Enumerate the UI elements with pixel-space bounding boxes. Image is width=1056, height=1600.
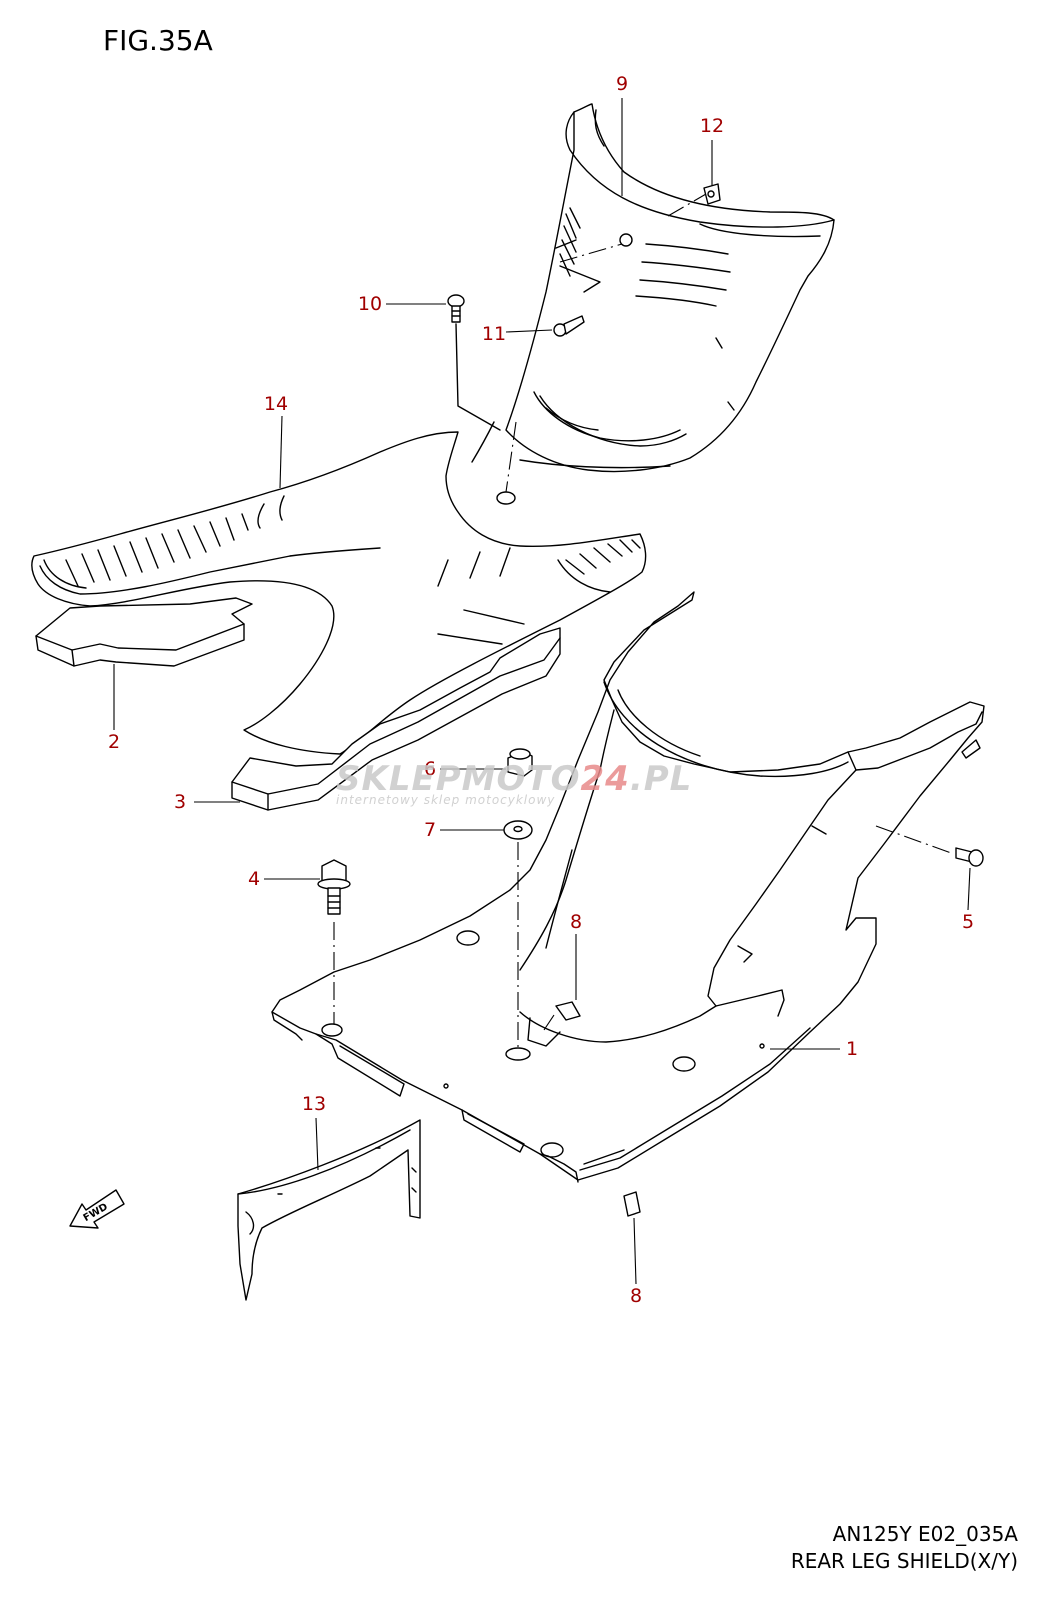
part-14-grommet (496, 491, 516, 505)
watermark-tagline: internetowy sklep motocyklowy (336, 793, 555, 807)
callout-5[interactable]: 5 (962, 911, 974, 933)
part-10-screw[interactable] (447, 294, 465, 323)
part-13-side-panel[interactable] (237, 1119, 421, 1301)
assembly-line (667, 193, 707, 217)
part-11-screw[interactable] (553, 315, 585, 337)
part-9-fastener (619, 233, 633, 247)
callout-13[interactable]: 13 (302, 1093, 326, 1115)
callout-12[interactable]: 12 (700, 115, 724, 137)
part-9-inner-cover[interactable] (471, 103, 835, 473)
callout-6[interactable]: 6 (424, 758, 436, 780)
part-7-washer[interactable] (503, 820, 533, 840)
part-8-clip-upper[interactable] (555, 1001, 581, 1021)
assembly-line (875, 825, 955, 855)
callout-1[interactable]: 1 (846, 1038, 858, 1060)
watermark-brand: SKLEPMOTO (336, 759, 580, 799)
mount-hole (505, 1047, 531, 1061)
svg-text:SKLEPMOTO24.PL: SKLEPMOTO24.PL (336, 759, 692, 799)
callout-14[interactable]: 14 (264, 393, 288, 415)
part-4-bolt[interactable] (317, 859, 351, 915)
watermark-brand-suffix: .PL (630, 759, 693, 799)
callout-9[interactable]: 9 (616, 73, 628, 95)
diagram-description: REAR LEG SHIELD(X/Y) (790, 1549, 1018, 1573)
part-14-floor-mat[interactable] (31, 431, 647, 755)
model-code: AN125Y E02_035A (832, 1522, 1018, 1546)
part-2-pad[interactable] (35, 597, 253, 667)
callout-10[interactable]: 10 (358, 293, 382, 315)
leader-lines (113, 98, 971, 1285)
callout-8-upper[interactable]: 8 (570, 911, 582, 933)
assembly-line (543, 1011, 557, 1031)
callout-2[interactable]: 2 (108, 731, 120, 753)
part-8-clip-lower[interactable] (623, 1191, 641, 1217)
callout-11[interactable]: 11 (482, 323, 506, 345)
watermark: SKLEPMOTO24.PL internetowy sklep motocyk… (336, 759, 692, 807)
part-3-pad[interactable] (231, 627, 561, 811)
assembly-line (505, 421, 517, 493)
figure-title: FIG.35A (103, 24, 213, 57)
part-12-clip[interactable] (703, 183, 721, 205)
callout-4[interactable]: 4 (248, 868, 260, 890)
part-6-nut[interactable] (507, 748, 533, 777)
part-1-rear-leg-shield[interactable] (271, 591, 985, 1183)
assembly-line (559, 243, 623, 263)
callout-8-lower[interactable]: 8 (630, 1285, 642, 1307)
fwd-arrow-icon: FWD (69, 1189, 125, 1229)
watermark-brand-highlight: 24 (580, 759, 629, 799)
callout-3[interactable]: 3 (174, 791, 186, 813)
assembly-line (455, 323, 501, 431)
part-5-screw[interactable] (955, 847, 984, 867)
callout-7[interactable]: 7 (424, 819, 436, 841)
